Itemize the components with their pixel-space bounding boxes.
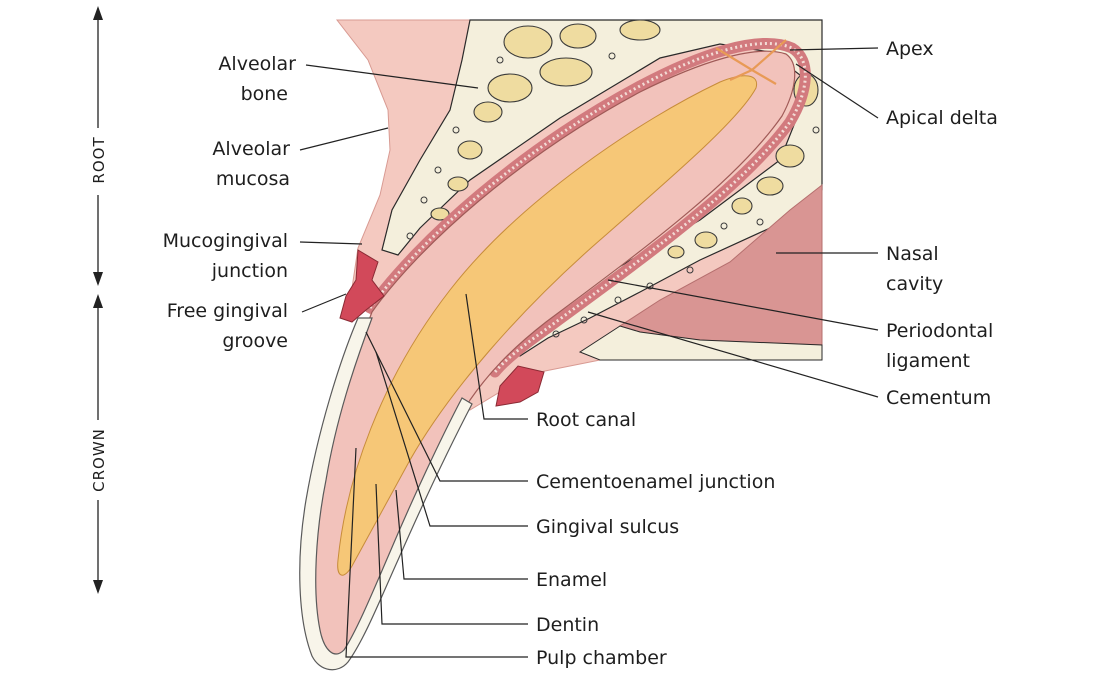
bone-spot (756, 176, 784, 196)
bone-pore (646, 282, 654, 290)
leader-cementum (587, 311, 879, 398)
crown-axis-label: CROWN (90, 428, 108, 492)
label-alveolar-mucosa-line1: Alveolar (212, 138, 290, 160)
bone-spot (619, 19, 661, 41)
apical-delta-branch (729, 68, 753, 82)
root-arrow-up-icon (93, 6, 103, 20)
bone-pore (614, 296, 622, 304)
label-nasal-cavity-line2: cavity (886, 273, 943, 295)
pulp-canal-shape (337, 75, 758, 576)
label-gingival-sulcus: Gingival sulcus (536, 516, 679, 538)
leader-mucogingival-junction (299, 241, 363, 245)
bone-pore (608, 52, 616, 60)
leader-free-gingival-groove (301, 293, 347, 313)
label-alveolar-bone-line2: bone (241, 83, 288, 105)
crown-arrow-up-icon (93, 294, 103, 308)
bone-pore (580, 316, 588, 324)
bone-spot (473, 101, 503, 123)
label-alveolar-bone-line1: Alveolar (218, 53, 296, 75)
root-crown-axis: ROOT CROWN (90, 6, 108, 594)
leader-cementoenamel-junction (365, 331, 528, 482)
nasal-floor-bone (578, 325, 823, 361)
label-mucogingival-junction-line1: Mucogingival (163, 230, 288, 252)
bone-pores (406, 52, 820, 338)
bone-spot (731, 197, 753, 215)
label-cementum: Cementum (886, 387, 991, 409)
leader-lines (299, 47, 879, 658)
enamel-shape (299, 317, 473, 671)
bone-pore (452, 126, 460, 134)
bone-pore (434, 166, 442, 174)
leader-apex (789, 47, 879, 51)
bone-pore (720, 222, 728, 230)
leader-pulp-chamber (345, 447, 528, 658)
leader-dentin (375, 483, 528, 625)
apical-delta-branches (715, 39, 787, 85)
bone-pore (420, 196, 428, 204)
label-enamel: Enamel (536, 569, 607, 591)
bone-spot (430, 207, 450, 221)
bone-spot (559, 23, 597, 49)
label-mucogingival-junction-line2: junction (211, 260, 288, 282)
crown-arrow-down-icon (93, 580, 103, 594)
bone-pore (496, 56, 504, 64)
bone-pore (756, 218, 764, 226)
label-free-gingival-groove-line2: groove (222, 330, 288, 352)
label-apical-delta: Apical delta (886, 107, 998, 129)
bone-spot (447, 176, 469, 192)
bone-pore (686, 266, 694, 274)
leader-alveolar-mucosa (299, 127, 389, 151)
apical-delta-branch (751, 69, 777, 85)
bone-spot (775, 144, 805, 168)
gingival-margin-lower (495, 365, 545, 407)
leader-apical-delta (795, 63, 879, 119)
bone-spot (667, 245, 685, 259)
root-arrow-down-icon (93, 272, 103, 286)
label-apex: Apex (886, 38, 934, 60)
leader-root-canal (465, 293, 528, 420)
bone-pore (552, 330, 560, 338)
cementum-line (368, 41, 807, 373)
leader-alveolar-bone (305, 64, 479, 89)
label-periodontal-ligament-line1: Periodontal (886, 320, 993, 342)
label-root-canal: Root canal (536, 409, 636, 431)
leader-enamel (395, 489, 528, 580)
label-cementoenamel-junction: Cementoenamel junction (536, 471, 775, 493)
bone-spot (694, 231, 718, 249)
labels-right: Apex Apical delta Nasal cavity Periodont… (886, 38, 998, 409)
label-nasal-cavity-line1: Nasal (886, 243, 939, 265)
bone-spot (539, 57, 593, 87)
label-pulp-chamber: Pulp chamber (536, 647, 667, 669)
bone-pore (812, 126, 820, 134)
gingival-margin-upper (339, 249, 385, 323)
bone-spot (457, 140, 483, 160)
labels-left: Alveolar bone Alveolar mucosa Mucogingiv… (163, 53, 297, 352)
tooth-illustration (299, 19, 823, 671)
bone-pore (406, 232, 414, 240)
label-dentin: Dentin (536, 614, 599, 636)
label-alveolar-mucosa-line2: mucosa (216, 168, 290, 190)
label-free-gingival-groove-line1: Free gingival (167, 300, 288, 322)
root-axis-label: ROOT (90, 136, 108, 183)
leader-periodontal-ligament (607, 279, 879, 331)
label-periodontal-ligament-line2: ligament (886, 350, 970, 372)
bone-trabeculae (430, 19, 819, 259)
labels-bottom: Root canal Cementoenamel junction Gingiv… (536, 409, 775, 669)
bone-spot (503, 25, 553, 59)
leader-gingival-sulcus (375, 351, 528, 527)
bone-spot (487, 73, 533, 103)
